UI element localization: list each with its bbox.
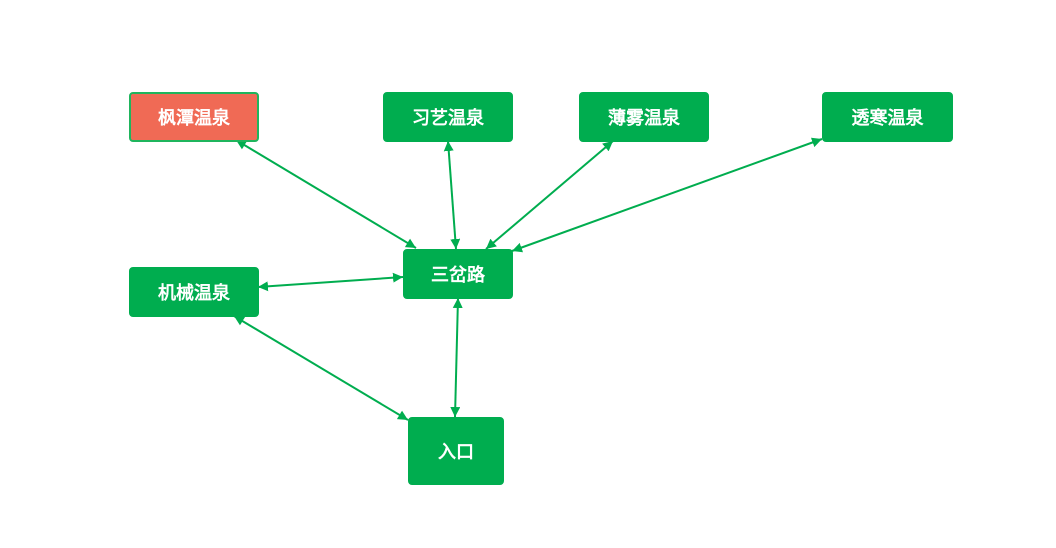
edge-touhan-sancha — [511, 137, 823, 253]
node-xiyi[interactable]: 习艺温泉 — [383, 92, 513, 142]
node-sancha[interactable]: 三岔路 — [403, 249, 513, 299]
node-bowu[interactable]: 薄雾温泉 — [579, 92, 709, 142]
node-touhan[interactable]: 透寒温泉 — [822, 92, 953, 142]
edge-fengtan-sancha — [235, 139, 417, 249]
node-fengtan[interactable]: 枫潭温泉 — [129, 92, 259, 142]
node-jixie[interactable]: 机械温泉 — [129, 267, 259, 317]
edge-jixie-rukou — [233, 315, 409, 421]
node-rukou[interactable]: 入口 — [408, 417, 504, 485]
edge-bowu-sancha — [485, 140, 614, 250]
edge-jixie-sancha — [257, 272, 404, 292]
edge-xiyi-sancha — [443, 140, 461, 250]
edge-sancha-rukou — [450, 297, 463, 418]
